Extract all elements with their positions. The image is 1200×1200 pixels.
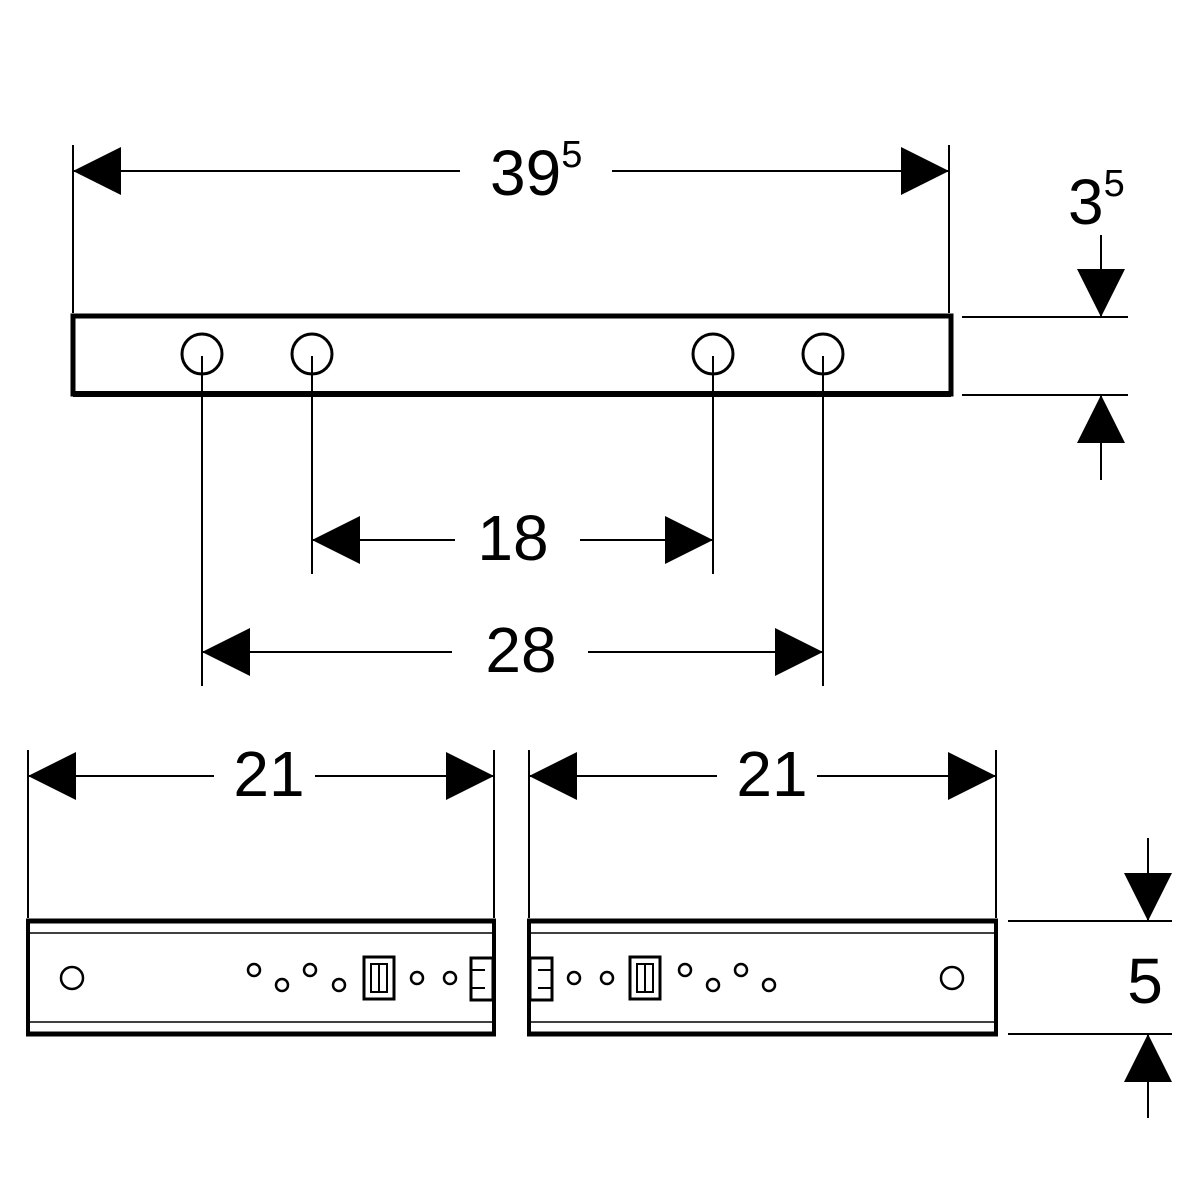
rail-height-label: 5 (1127, 945, 1163, 1017)
top-width-label: 395 (490, 134, 582, 209)
inner-spacing-label: 18 (477, 502, 548, 574)
dimension-outer-spacing: 28 (202, 614, 823, 686)
right-rail-length-label: 21 (736, 738, 807, 810)
left-rail (26, 918, 496, 1037)
dimension-top-height: 35 (962, 163, 1128, 480)
outer-spacing-label: 28 (485, 614, 556, 686)
left-rail-length-label: 21 (233, 738, 304, 810)
mounting-bar (70, 313, 954, 397)
dimension-rail-height: 5 (1008, 838, 1172, 1118)
top-height-label: 35 (1068, 163, 1125, 238)
dimension-right-rail: 21 (528, 738, 997, 918)
dimension-top-width: 395 (72, 134, 950, 313)
dimension-inner-spacing: 18 (312, 502, 713, 574)
right-rail (527, 918, 998, 1037)
dimension-left-rail: 21 (27, 738, 495, 918)
